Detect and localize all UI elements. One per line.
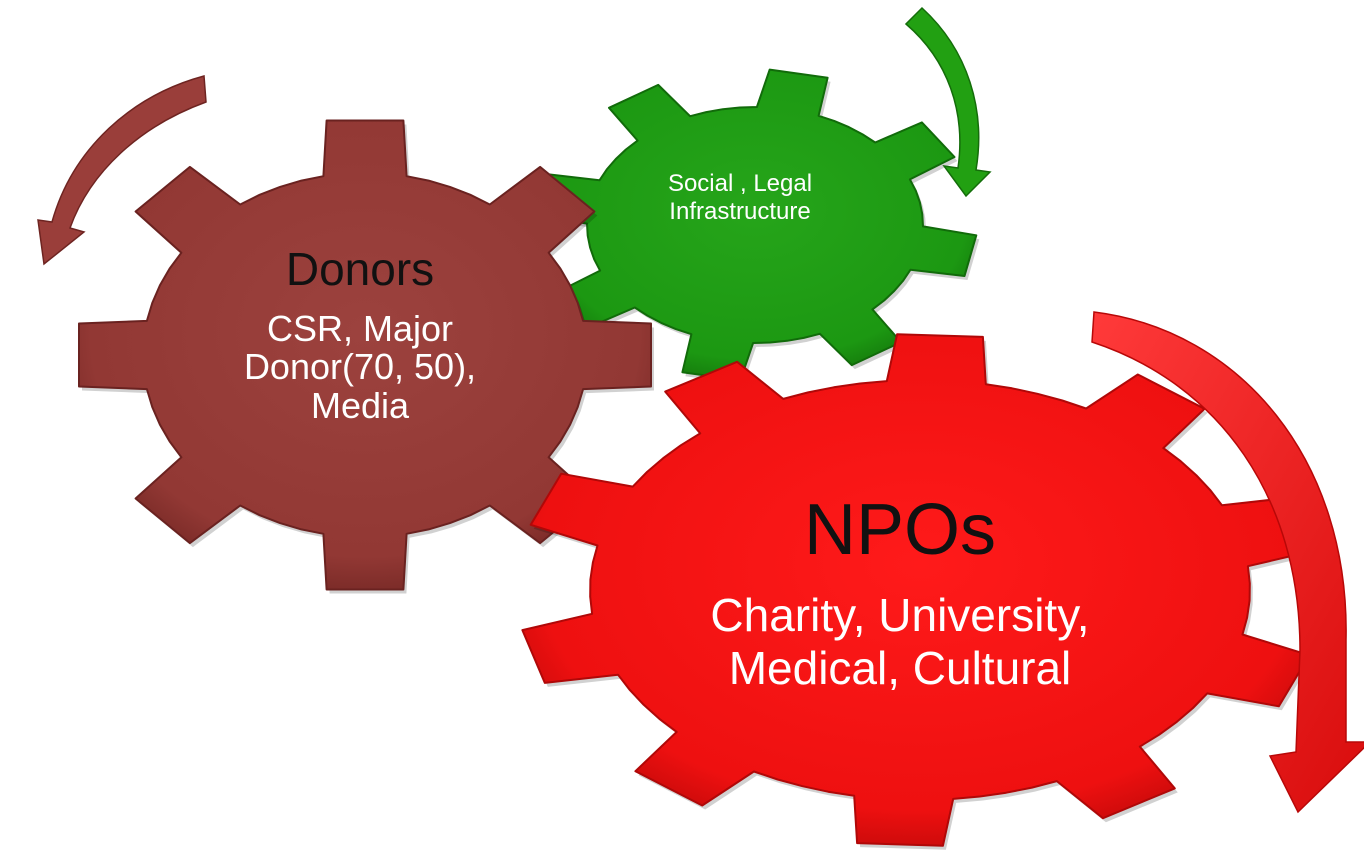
donors-title: Donors: [285, 243, 435, 295]
social-line: Infrastructure: [669, 198, 811, 226]
social-gear: [532, 68, 980, 385]
npos-clockwise-arrow-icon: [1091, 311, 1364, 814]
donors-line: Media: [310, 385, 410, 427]
npos-title: NPOs: [803, 490, 997, 570]
donors-line: CSR, Major: [266, 307, 454, 349]
social-gear-label: Social , Legal Infrastructure: [590, 170, 890, 227]
social-description: Social , Legal Infrastructure: [590, 170, 890, 227]
donors-gear: [78, 119, 654, 594]
npos-description: Charity, University, Medical, Cultural: [620, 589, 1180, 695]
gear-social-body: [532, 68, 978, 382]
donors-line: Donor(70, 50),: [243, 346, 477, 388]
npos-line: Charity, University,: [710, 588, 1090, 641]
npos-gear: [521, 333, 1321, 850]
gear-donors-body: [78, 119, 652, 591]
npos-gear-label: NPOs Charity, University, Medical, Cultu…: [620, 490, 1180, 694]
npos-line: Medical, Cultural: [728, 641, 1072, 694]
donors-gear-label: Donors CSR, Major Donor(70, 50), Media: [180, 243, 540, 427]
donors-description: CSR, Major Donor(70, 50), Media: [180, 307, 540, 427]
gear-npos-body: [521, 333, 1319, 847]
social-clockwise-arrow-icon: [904, 6, 992, 198]
social-line: Social , Legal: [667, 170, 813, 197]
donors-counterclockwise-arrow-icon: [37, 75, 207, 266]
